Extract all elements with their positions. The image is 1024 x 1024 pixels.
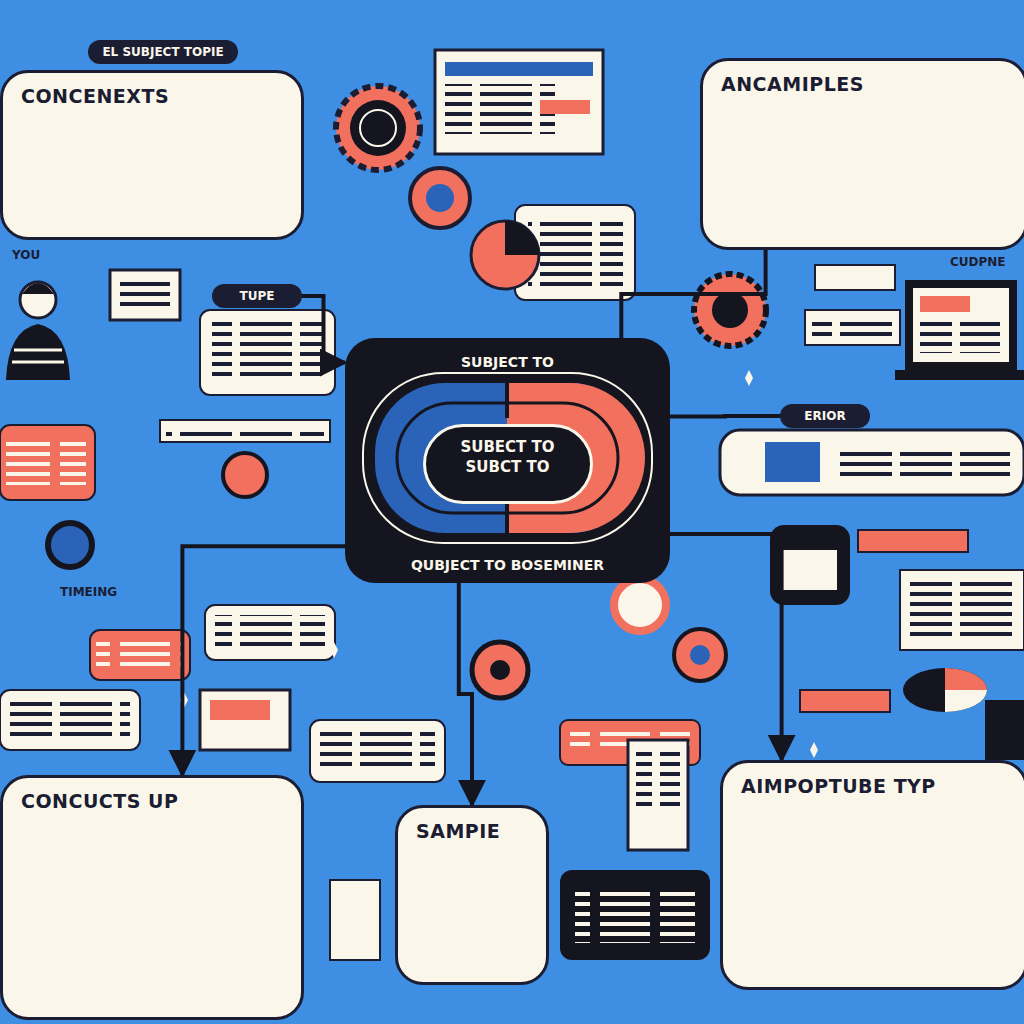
connector — [670, 534, 782, 760]
central-hub: SUBJECT TO QUBJECT TO BOSEMINER SUBECT TO … — [345, 338, 670, 583]
heading: AIMPOPTUBE TYP — [741, 775, 1007, 797]
note-label: TIMEING — [60, 585, 117, 599]
connector — [182, 546, 345, 775]
heading: EL SUBJECT TOPIE — [102, 45, 223, 59]
heading: CONCENEXTS — [21, 85, 283, 107]
error-tag: ERIOR — [780, 404, 870, 428]
connector — [670, 414, 780, 418]
note-label: YOU — [12, 248, 40, 262]
note-label: CUDPNE — [950, 255, 1006, 269]
connector — [459, 583, 472, 805]
sample-panel: SAMPIE — [395, 805, 549, 985]
connector — [302, 296, 345, 363]
connector — [621, 250, 765, 338]
hub-pill: SUBECT TO SUBCT TO — [423, 424, 593, 504]
info-panel: CONCUCTS UP — [0, 775, 304, 1020]
heading: SUBECT TO SUBCT TO — [444, 437, 572, 478]
topic-tag: EL SUBJECT TOPIE — [88, 40, 238, 64]
info-panel: CONCENEXTS — [0, 70, 304, 240]
heading: ANCAMIPLES — [721, 73, 1007, 95]
info-panel: ANCAMIPLES — [700, 58, 1024, 250]
info-panel: AIMPOPTUBE TYP — [720, 760, 1024, 990]
heading: ERIOR — [804, 409, 845, 423]
heading: SUBJECT TO — [461, 354, 554, 370]
heading: TUPE — [240, 289, 275, 303]
heading: SAMPIE — [416, 820, 528, 842]
type-tag: TUPE — [212, 284, 302, 308]
footer-text: QUBJECT TO BOSEMINER — [411, 557, 604, 573]
heading: CONCUCTS UP — [21, 790, 283, 812]
